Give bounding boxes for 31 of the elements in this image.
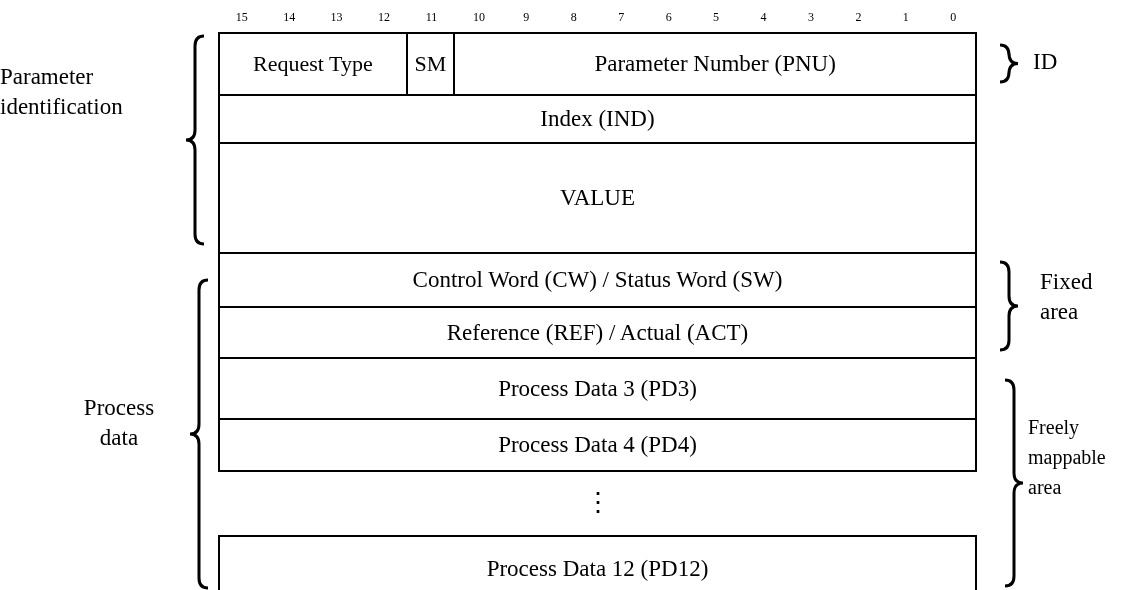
register-field: VALUE: [218, 142, 977, 254]
register-field: Reference (REF) / Actual (ACT): [218, 306, 977, 359]
group-label: Parameter identification: [0, 63, 124, 121]
bit-number: 3: [806, 10, 815, 25]
register-field: Process Data 3 (PD3): [218, 357, 977, 420]
register-field: Process Data 4 (PD4): [218, 418, 977, 472]
bit-number: 7: [617, 10, 626, 25]
register-field: Request Type: [218, 32, 408, 96]
bit-number: 14: [282, 10, 297, 25]
bit-number: 8: [569, 10, 578, 25]
register-field: Index (IND): [218, 94, 977, 144]
bit-number: 4: [759, 10, 768, 25]
bit-number: 2: [854, 10, 863, 25]
bit-number: 9: [522, 10, 531, 25]
group-label: Process data: [82, 394, 156, 452]
ellipsis: ⋮: [584, 488, 612, 518]
register-field: Control Word (CW) / Status Word (SW): [218, 252, 977, 308]
bit-number: 1: [901, 10, 910, 25]
bit-number: 12: [377, 10, 392, 25]
group-label: Freely mappable area: [1028, 415, 1107, 500]
bit-number: 10: [471, 10, 486, 25]
register-field: Parameter Number (PNU): [453, 32, 977, 96]
bit-number: 15: [234, 10, 249, 25]
bit-number: 0: [949, 10, 958, 25]
group-label: Fixed area: [1040, 268, 1094, 326]
field-label: ID: [1033, 48, 1059, 76]
bit-number: 13: [329, 10, 344, 25]
bit-number: 6: [664, 10, 673, 25]
register-field: Process Data 12 (PD12): [218, 535, 977, 590]
bit-number: 11: [424, 10, 439, 25]
bit-number: 5: [712, 10, 721, 25]
